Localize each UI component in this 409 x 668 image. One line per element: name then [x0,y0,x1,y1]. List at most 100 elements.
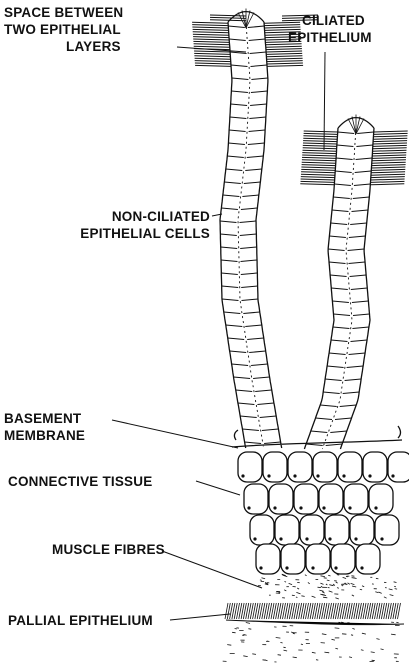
connective-tissue-cell [256,544,280,574]
left-filament-cell-wall-right [251,91,268,93]
left-filament-cell-wall-left [232,78,249,80]
left-filament-cell-wall-right [249,130,266,132]
left-filament-cell-wall-right [250,52,267,54]
left-filament-cell-wall-left [231,104,248,106]
muscle-fibre-mark [289,583,293,584]
left-filament-cell-wall-left [223,195,240,197]
cilia-right-cilium [301,174,335,175]
cilia-right-cilium [371,177,405,178]
cilia-right-cilium [373,136,407,137]
right-filament-cell-wall-left [323,392,340,394]
right-filament-cell-wall-left [331,288,348,290]
cilia-right-cilium [373,138,407,139]
cell-nucleus [368,474,371,477]
leader-pallial-epithelium [170,614,230,620]
connective-tissue-cell [325,515,349,545]
left-filament-outer-right-wall [256,22,282,448]
connective-tissue-cell [369,484,393,514]
cilia-left-cilium [267,63,303,64]
leader-ciliated-epithelium [324,52,325,150]
pallial-epithelium-layer [223,603,404,662]
pallial-fleck [351,635,353,636]
left-filament-cell-wall-left [228,26,245,28]
cilia-right-cilium [371,181,405,182]
cell-nucleus [247,506,250,509]
right-filament-cell-wall-left [333,197,350,199]
pallial-fleck [335,648,338,649]
cell-nucleus [305,537,308,540]
cilia-right-cilium [371,174,405,175]
left-filament-cell-wall-left [240,416,257,418]
cilia-right-cilium [372,157,406,158]
muscle-fibre-mark [301,596,304,597]
right-filament-cell-wall-left [311,431,328,433]
cilia-right-cilium [371,172,405,173]
muscle-fibre-mark [344,584,348,585]
connective-tissue-cell [350,515,374,545]
right-filament-tip-fan [352,117,356,135]
cell-nucleus [253,537,256,540]
right-filament-cell-wall-right [349,353,366,355]
pallial-fleck [332,639,335,640]
muscle-fibre-mark [312,596,316,597]
right-filament-cell-wall-left [337,145,354,147]
cell-nucleus [348,506,351,509]
cilia-left-cilium [210,20,246,21]
muscle-fibre-mark [352,586,356,587]
cell-nucleus [273,506,276,509]
pallial-fleck [362,633,366,634]
cell-nucleus [316,474,319,477]
muscle-fibre-mark [336,582,338,583]
cilia-right-cilium [373,150,407,151]
cilia-right-cilium [303,136,337,137]
cilia-left-cilium [193,32,229,33]
label-non-ciliated-line2: EPITHELIAL CELLS [14,225,210,242]
muscle-fibre-mark [352,595,354,596]
muscle-fibre-mark [379,592,382,593]
cell-nucleus [241,474,244,477]
pallial-fleck [372,660,375,661]
left-filament-cell-wall-right [249,351,265,353]
muscle-fibre-mark [321,586,323,587]
cilia-left-cilium [192,22,228,23]
left-filament-cell-wall-left [221,247,238,249]
cilia-left-cilium [192,27,228,28]
leader-basement-membrane [112,420,238,448]
cilia-right-cilium [301,177,335,178]
muscle-fibre-mark [262,578,266,579]
left-filament-cell-wall-right [251,364,268,366]
cilia-right-cilium [371,179,405,180]
cell-nucleus [374,506,377,509]
left-filament-cell-wall-left [232,364,249,366]
left-filament-cell-wall-right [253,377,270,379]
right-filament-cell-wall-right [350,223,367,225]
label-connective-tissue: CONNECTIVE TISSUE [8,473,152,490]
muscle-fibre-mark [322,592,325,593]
pallial-fleck [361,650,364,651]
cilia-right-cilium [301,172,335,173]
pallial-fleck [391,634,396,635]
cilia-left-cilium [267,65,303,66]
left-filament-cell-wall-right [247,156,263,158]
pallial-fleck [396,622,398,623]
right-filament-cell-wall-right [349,262,366,264]
right-filament-cell-wall-left [329,236,346,238]
connective-tissue-cell [269,484,293,514]
muscle-fibre-mark [362,586,364,587]
muscle-fibre-mark [297,588,299,589]
cilia-right-cilium [302,155,336,156]
right-filament-cell-wall-left [338,132,355,134]
left-filament-tip-fan [246,13,254,29]
right-filament-cell-wall-left [329,353,346,355]
pallial-fleck [381,649,384,650]
left-filament-cell-wall-left [230,351,247,353]
left-filament-cell-wall-right [240,247,257,249]
pallial-fleck [252,654,256,655]
cilia-left-cilium [193,41,229,42]
right-filament-cell-wall-right [356,145,373,147]
right-filament-cell-wall-right [351,340,368,342]
cilia-left-cilium [210,15,246,16]
left-filament-cell-wall-right [260,416,277,418]
membrane-curl-left [234,430,238,440]
